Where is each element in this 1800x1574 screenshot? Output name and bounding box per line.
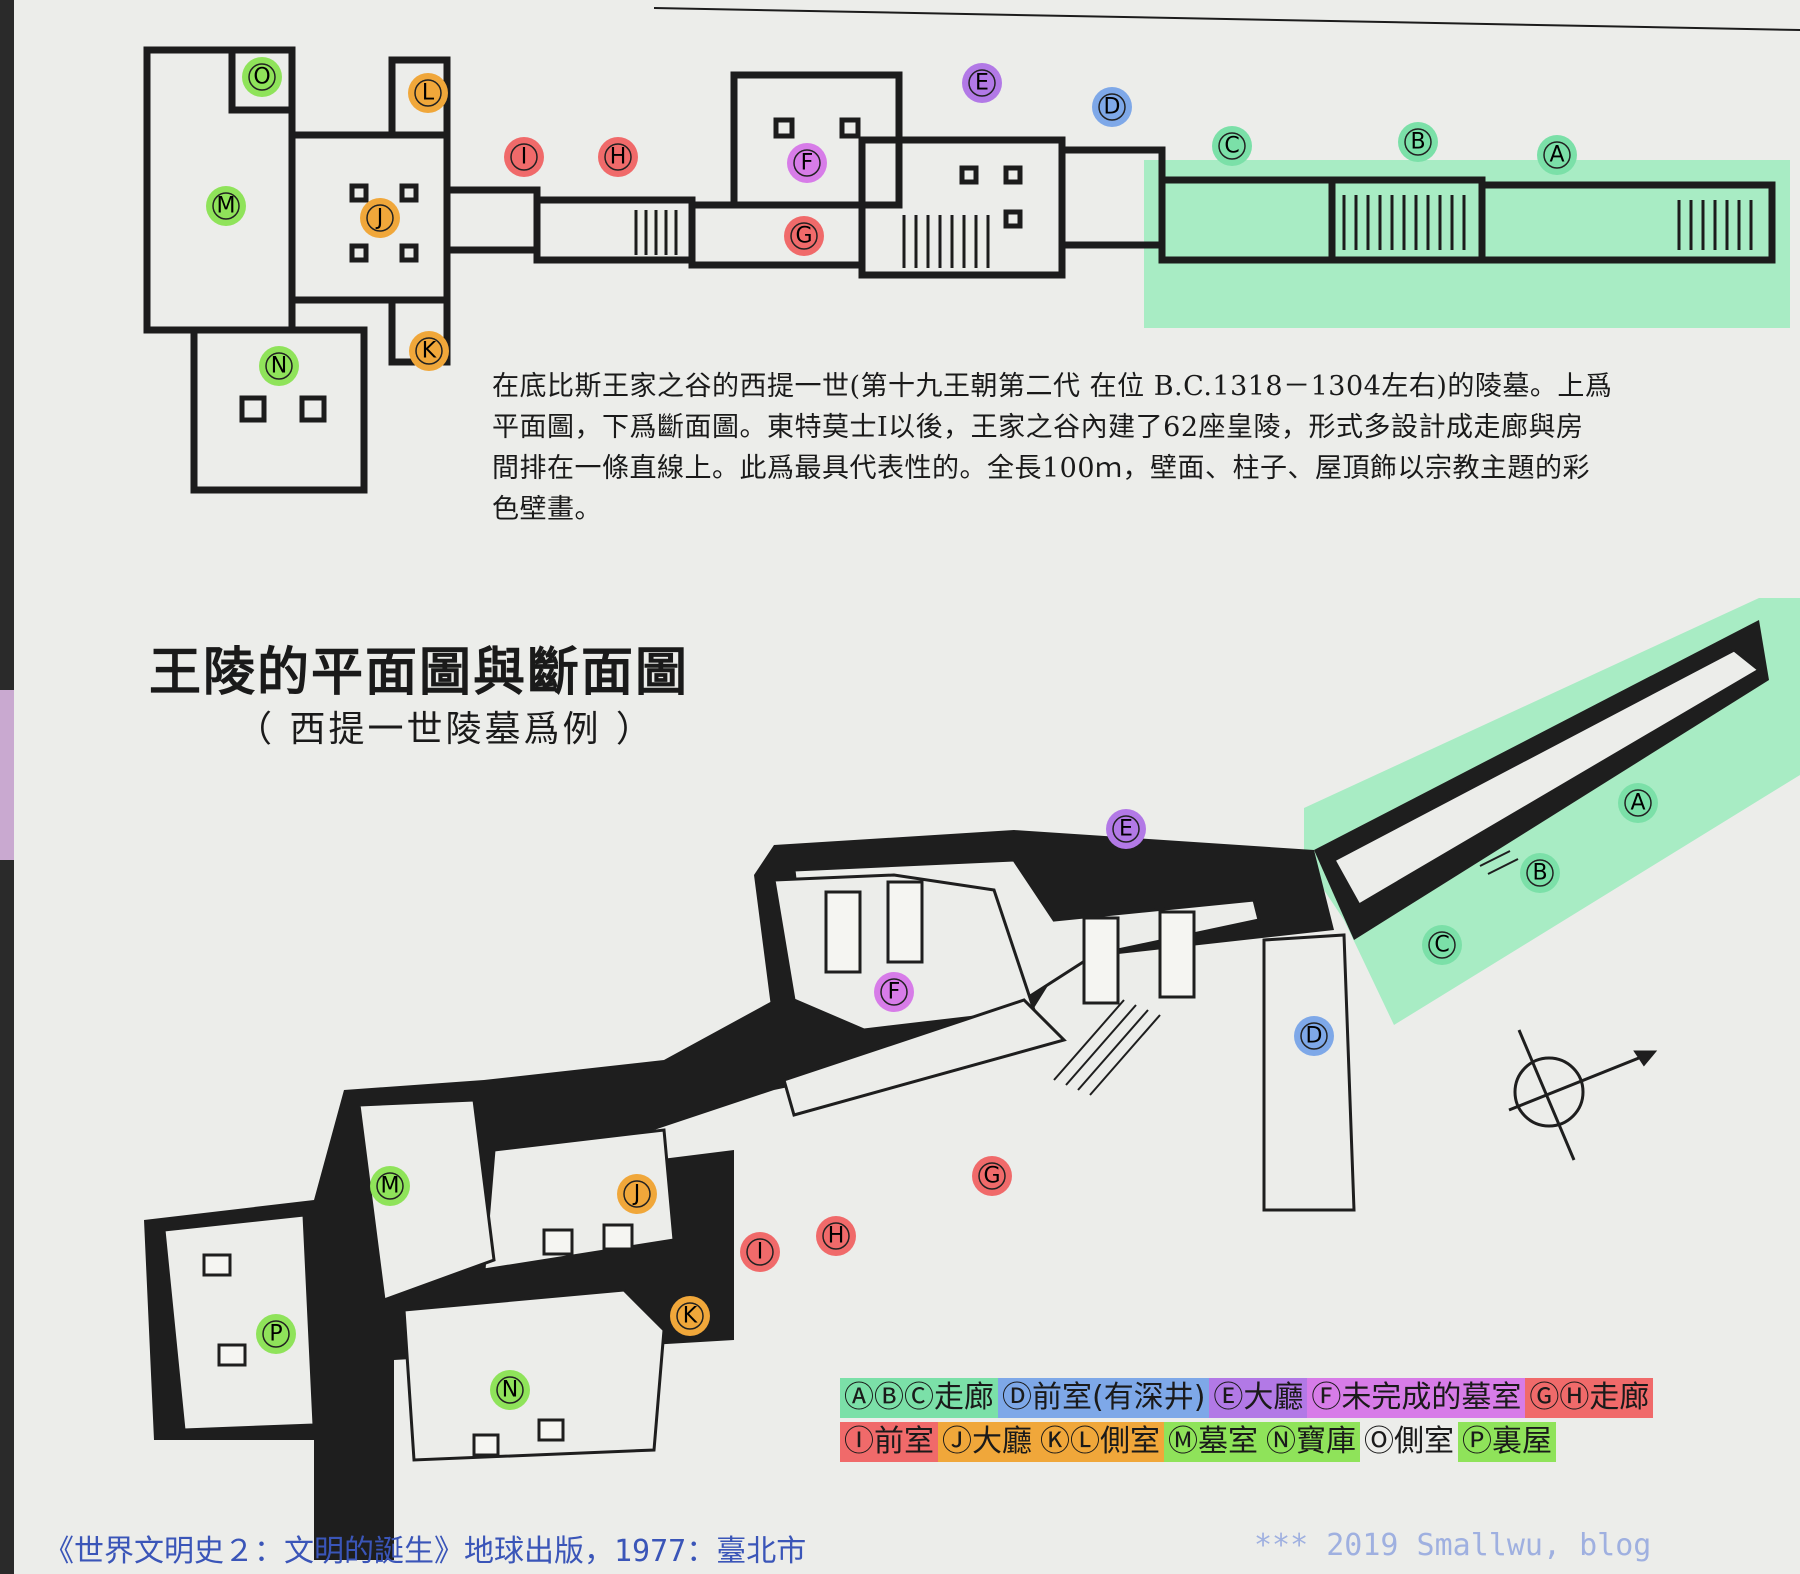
section-marker-e: E xyxy=(1106,809,1146,849)
section-room-p xyxy=(162,1213,316,1432)
description-line: 色壁畫。 xyxy=(492,494,602,525)
legend-item-treasury-n: Ⓝ寶庫 xyxy=(1262,1422,1360,1462)
svg-text:N: N xyxy=(502,1378,518,1403)
plan-marker-m: M xyxy=(206,186,246,226)
svg-text:M: M xyxy=(381,1174,400,1199)
section-marker-f: F xyxy=(874,972,914,1012)
plan-room-a xyxy=(1478,181,1776,264)
plan-marker-i: I xyxy=(504,137,544,177)
plan-room-o xyxy=(228,46,296,114)
svg-text:G: G xyxy=(795,224,812,249)
cross-section xyxy=(144,598,1800,1560)
section-corridor-g xyxy=(782,998,1067,1117)
section-room-m xyxy=(357,1098,496,1303)
source-citation: 《世界文明史２：文明的誕生》地球出版，1977：臺北市 xyxy=(44,1534,807,1569)
plan-marker-f: F xyxy=(787,143,827,183)
section-marker-p: P xyxy=(256,1314,296,1354)
plan-marker-k: K xyxy=(409,331,449,371)
svg-text:L: L xyxy=(422,81,435,106)
svg-text:E: E xyxy=(975,71,989,96)
section-marker-h: H xyxy=(816,1216,856,1256)
svg-text:A: A xyxy=(1549,143,1564,168)
svg-text:B: B xyxy=(1532,861,1547,886)
plan-marker-d: D xyxy=(1092,87,1132,127)
svg-text:C: C xyxy=(1434,933,1449,958)
compass-symbol xyxy=(1508,1029,1658,1161)
plan-marker-o: O xyxy=(242,57,282,97)
page-edge-tab xyxy=(0,690,14,860)
section-marker-a: A xyxy=(1618,783,1658,823)
svg-text:O: O xyxy=(253,65,270,90)
description-paragraph: 在底比斯王家之谷的西提一世(第十九王朝第二代 在位 B.C.1318－1304左… xyxy=(492,366,1792,530)
svg-text:A: A xyxy=(1630,791,1645,816)
book-page: O L E D C B A I H F M J G N K 在底比斯王家之谷的西… xyxy=(14,0,1800,1574)
plan-marker-h: H xyxy=(598,137,638,177)
section-marker-k: K xyxy=(670,1296,710,1336)
legend-item-corridors-gh: ⒼⒽ走廊 xyxy=(1525,1378,1654,1418)
floor-plan xyxy=(143,7,1800,494)
svg-text:C: C xyxy=(1224,134,1239,159)
plan-marker-b: B xyxy=(1398,122,1438,162)
svg-text:F: F xyxy=(801,151,814,176)
legend-item-side-kl: ⓀⓁ側室 xyxy=(1036,1422,1164,1462)
section-marker-g: G xyxy=(972,1156,1012,1196)
section-marker-d: D xyxy=(1294,1016,1334,1056)
legend-item-tomb-m: Ⓜ墓室 xyxy=(1164,1422,1262,1462)
section-marker-m: M xyxy=(370,1166,410,1206)
svg-text:I: I xyxy=(521,145,528,170)
legend-item-antechamber-d: Ⓓ前室(有深井) xyxy=(998,1378,1210,1418)
description-line: 在底比斯王家之谷的西提一世(第十九王朝第二代 在位 B.C.1318－1304左… xyxy=(492,371,1613,402)
svg-text:K: K xyxy=(422,339,437,364)
svg-text:E: E xyxy=(1119,817,1133,842)
page-title: 王陵的平面圖與斷面圖 xyxy=(149,643,690,703)
section-marker-j: J xyxy=(617,1174,657,1214)
legend-item-hall-e: Ⓔ大廳 xyxy=(1209,1378,1308,1418)
svg-text:D: D xyxy=(1104,95,1121,120)
plan-marker-e: E xyxy=(962,63,1002,103)
svg-text:J: J xyxy=(632,1182,641,1207)
section-corridor-a xyxy=(1331,648,1762,908)
svg-text:K: K xyxy=(683,1304,698,1329)
legend-row-1: ⒶⒷⒸ走廊 Ⓓ前室(有深井) Ⓔ大廳 Ⓕ未完成的墓室 ⒼⒽ走廊 xyxy=(840,1378,1654,1418)
svg-text:F: F xyxy=(888,980,901,1005)
svg-text:B: B xyxy=(1410,130,1425,155)
svg-text:I: I xyxy=(757,1240,764,1265)
plan-marker-j: J xyxy=(360,198,400,238)
plan-marker-c: C xyxy=(1212,126,1252,166)
section-room-n xyxy=(402,1288,666,1462)
legend-item-side-o: Ⓞ側室 xyxy=(1364,1424,1454,1459)
svg-text:D: D xyxy=(1306,1024,1323,1049)
svg-text:N: N xyxy=(271,354,287,379)
svg-text:P: P xyxy=(269,1322,282,1347)
legend-row-2: Ⓘ前室 Ⓙ大廳 ⓀⓁ側室 Ⓜ墓室 Ⓝ寶庫 Ⓞ側室 Ⓟ裏屋 xyxy=(840,1422,1556,1462)
plan-marker-a: A xyxy=(1537,135,1577,175)
section-marker-n: N xyxy=(490,1370,530,1410)
svg-text:H: H xyxy=(610,145,627,170)
legend-item-hall-j: Ⓙ大廳 xyxy=(938,1422,1036,1462)
svg-text:J: J xyxy=(375,206,384,231)
svg-text:G: G xyxy=(983,1164,1000,1189)
plan-room-n xyxy=(190,326,368,494)
plan-marker-g: G xyxy=(784,216,824,256)
section-marker-i: I xyxy=(740,1232,780,1272)
legend-item-inner-p: Ⓟ裏屋 xyxy=(1458,1422,1556,1462)
plan-markers: O L E D C B A I H F M J G N K xyxy=(206,57,1577,386)
description-line: 間排在一條直線上。此爲最具代表性的。全長100ｍ，壁面、柱子、屋頂飾以宗教主題的… xyxy=(492,453,1591,484)
section-marker-c: C xyxy=(1422,925,1462,965)
legend-item-antechamber-i: Ⓘ前室 xyxy=(840,1422,938,1462)
watermark-credit: *** 2019 Smallwu, blog xyxy=(1254,1528,1652,1563)
plan-marker-n: N xyxy=(259,346,299,386)
section-well-d xyxy=(1262,933,1356,1212)
section-markers: E A B C F D G M J H I P K N xyxy=(256,783,1658,1410)
page-subtitle: （ 西提一世陵墓爲例 ） xyxy=(236,709,655,750)
description-line: 平面圖，下爲斷面圖。東特莫士Ⅰ以後，王家之谷內建了62座皇陵，形式多設計成走廊與… xyxy=(492,412,1584,443)
plan-marker-l: L xyxy=(408,73,448,113)
legend-item-unfinished-f: Ⓕ未完成的墓室 xyxy=(1307,1378,1526,1418)
svg-text:M: M xyxy=(217,194,236,219)
svg-text:H: H xyxy=(828,1224,845,1249)
legend-item-corridors-abc: ⒶⒷⒸ走廊 xyxy=(840,1378,998,1418)
section-marker-b: B xyxy=(1520,853,1560,893)
